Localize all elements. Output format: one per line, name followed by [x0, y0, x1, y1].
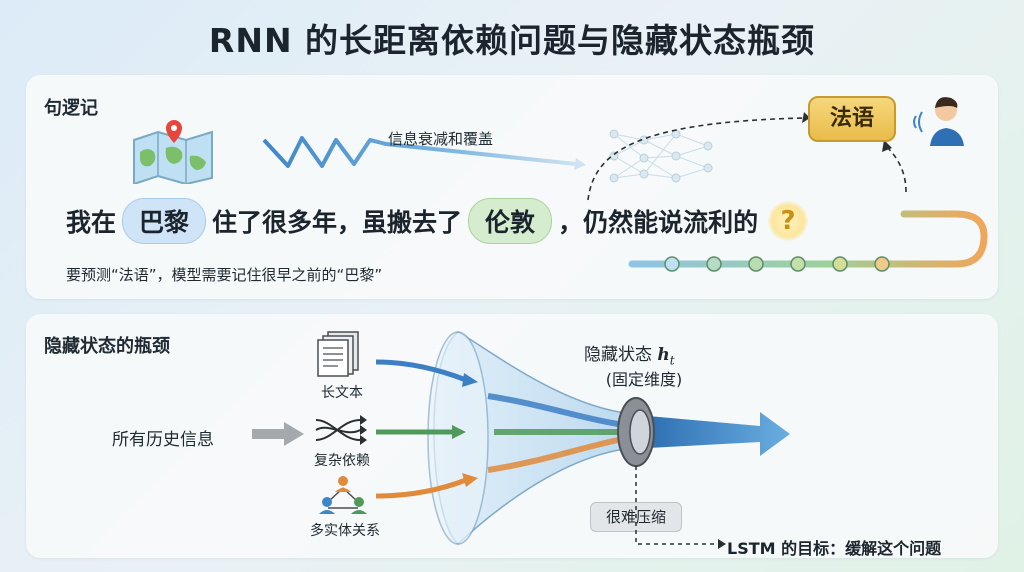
- signal-label: 信息衰减和覆盖: [388, 130, 494, 148]
- neural-network-icon: [609, 129, 713, 183]
- history-label: 所有历史信息: [112, 430, 214, 450]
- sentence-part-3: ，仍然能说流利的: [558, 208, 759, 237]
- hidden-state-label: 隐藏状态 ht: [584, 340, 675, 367]
- highlight-paris: 巴黎: [122, 198, 207, 244]
- bottleneck-funnel: [375, 331, 790, 546]
- sentence-part-1: 我在: [66, 208, 117, 237]
- feedback-arrow: [882, 140, 907, 193]
- bottom-section-heading: 隐藏状态的瓶颈: [44, 336, 170, 357]
- map-icon: [133, 120, 213, 184]
- goal-arrow: [635, 466, 726, 549]
- input-label-entities: 多实体关系: [310, 523, 380, 539]
- input-label-dependencies: 复杂依赖: [314, 453, 370, 469]
- question-mark-icon: ?: [768, 201, 809, 241]
- example-sentence: 我在 巴黎 住了很多年，虽搬去了 伦敦 ，仍然能说流利的 ?: [66, 198, 809, 244]
- input-label-long-text: 长文本: [321, 385, 363, 401]
- green-flow-arrow: [376, 425, 466, 439]
- prediction-arrow: [587, 112, 810, 201]
- hidden-state-text: 隐藏状态: [584, 345, 652, 365]
- tangled-arrows-icon: [315, 415, 367, 445]
- hidden-state-subscript: t: [669, 353, 675, 368]
- top-section-heading: 句逻记: [44, 98, 98, 119]
- hidden-state-dimension: (固定维度): [605, 370, 683, 389]
- page-title: RNN 的长距离依赖问题与隐藏状态瓶颈: [208, 21, 816, 60]
- highlight-london: 伦敦: [468, 198, 553, 244]
- sequence-timeline: [628, 210, 988, 272]
- prediction-note: 要预测“法语”，模型需要记住很早之前的“巴黎”: [66, 266, 383, 284]
- speaker-icon: [913, 97, 964, 146]
- hidden-state-symbol: h: [657, 345, 670, 365]
- lstm-goal-label: LSTM 的目标：缓解这个问题: [727, 539, 942, 558]
- history-arrow: [252, 422, 304, 446]
- sentence-part-2: 住了很多年，虽搬去了: [212, 208, 463, 237]
- document-stack-icon: [317, 331, 359, 377]
- people-network-icon: [319, 476, 367, 514]
- target-word-box: 法语: [808, 96, 896, 142]
- decaying-signal-icon: [262, 136, 586, 170]
